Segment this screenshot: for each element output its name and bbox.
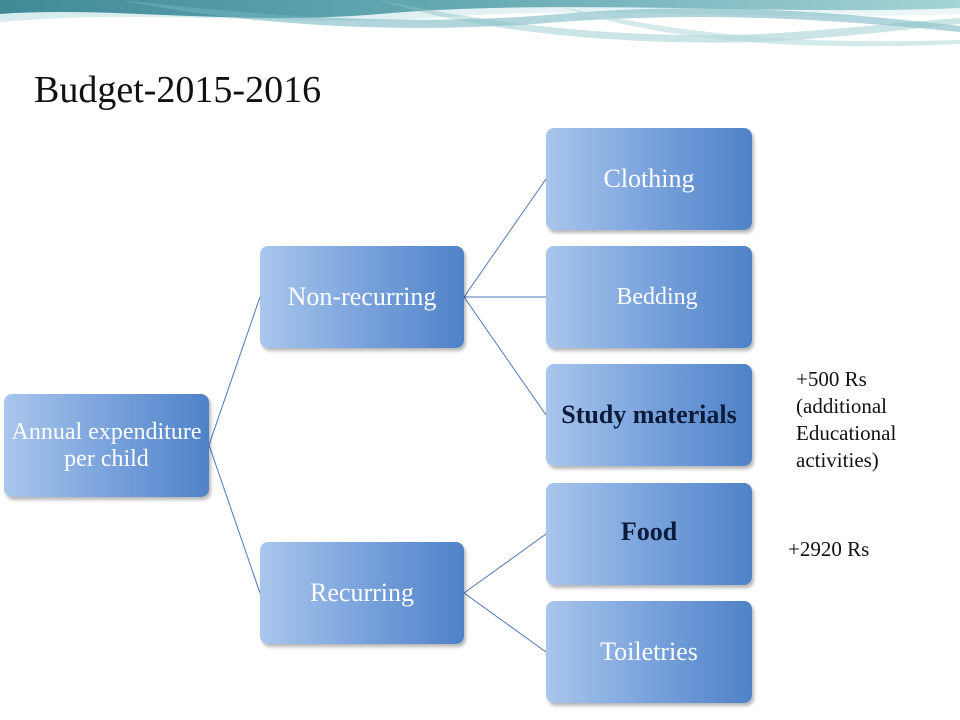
node-recurring-label: Recurring <box>310 578 414 608</box>
note-study-materials-extra: +500 Rs (additional Educational activiti… <box>796 367 897 472</box>
connector-recurring-to-food <box>463 533 547 594</box>
connector-non-recurring-to-study-materials <box>463 296 547 416</box>
decorative-wave-banner <box>0 0 960 60</box>
connector-recurring-to-toiletries <box>463 592 547 653</box>
node-study-materials: Study materials <box>546 364 752 466</box>
node-bedding-label: Bedding <box>616 283 698 310</box>
connector-root-to-non-recurring <box>208 296 261 446</box>
node-non-recurring-label: Non-recurring <box>287 282 437 312</box>
node-annual-expenditure: Annual expenditure per child <box>4 394 209 497</box>
node-toiletries-label: Toiletries <box>600 637 698 667</box>
node-food: Food <box>546 483 752 585</box>
node-clothing: Clothing <box>546 128 752 230</box>
node-non-recurring: Non-recurring <box>260 246 464 348</box>
node-food-label: Food <box>620 517 678 547</box>
slide-title: Budget-2015-2016 <box>34 69 322 111</box>
node-toiletries: Toiletries <box>546 601 752 703</box>
connector-root-to-recurring <box>208 444 261 594</box>
note-food-extra: +2920 Rs <box>788 537 870 561</box>
connector-non-recurring-to-clothing <box>463 178 547 298</box>
node-annual-expenditure-label: Annual expenditure per child <box>11 418 202 472</box>
node-clothing-label: Clothing <box>603 164 695 194</box>
node-recurring: Recurring <box>260 542 464 644</box>
node-bedding: Bedding <box>546 246 752 348</box>
node-study-materials-label: Study materials <box>561 400 737 430</box>
